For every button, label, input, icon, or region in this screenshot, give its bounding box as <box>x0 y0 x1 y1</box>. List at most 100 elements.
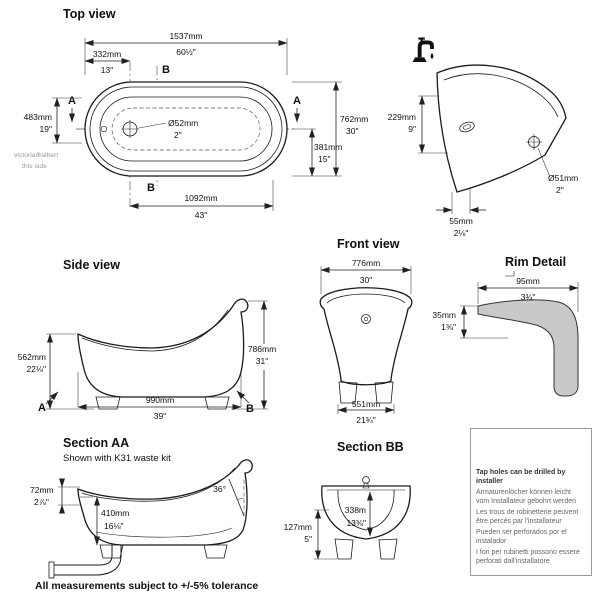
section-b-label-bottom: B <box>147 182 155 194</box>
dim-bb-depth: 338m 13⅜" <box>345 491 373 537</box>
trap-pipe-upper <box>54 555 113 566</box>
angle-arc <box>236 497 245 501</box>
dim-aa-angle: 36° <box>213 478 245 517</box>
dim-in: 16⅛" <box>104 521 124 531</box>
dim-end-height: 229mm 9" <box>388 95 448 154</box>
section-bb: Section BB 127mm 5" 338m 13⅜" <box>284 440 411 560</box>
tap-note-panel: Tap holes can be drilled by installer Ar… <box>470 428 592 576</box>
dim-mm: 562mm <box>18 352 46 362</box>
bb-foot-left <box>334 538 354 560</box>
rim-detail-title: Rim Detail <box>505 255 566 269</box>
dim-mm: 990mm <box>146 395 174 405</box>
tap-note-fr: Les trous de robinetterie peuvent être p… <box>476 509 579 525</box>
dim-mm: 776mm <box>352 258 380 268</box>
dim-in: 19" <box>40 124 52 134</box>
dim-in: 1⅜" <box>441 322 456 332</box>
dim-front-base-width: 551mm 21¾" <box>337 399 395 425</box>
tub-inner-rim <box>81 309 229 352</box>
dim-inner-length: 1092mm 43" <box>129 180 274 220</box>
side-view-title: Side view <box>63 258 120 272</box>
leader-line <box>537 147 551 178</box>
dim-mm: 786mm <box>248 344 276 354</box>
dim-in: 39" <box>154 411 166 421</box>
dim-in: 2⅛" <box>454 228 469 238</box>
angle-label: 36° <box>213 484 226 494</box>
section-foot-right <box>203 544 228 559</box>
tub-basin-edge <box>99 96 273 162</box>
tap-note-de: Armaturenlöcher können leicht vom Instal… <box>476 489 576 505</box>
section-floor-line <box>95 527 233 538</box>
dim-half-width: 381mm 15" <box>292 128 342 177</box>
tub-rim-inner-edge <box>89 86 283 172</box>
dim-in: 2⅞" <box>34 497 49 507</box>
dim-in: 2" <box>174 130 182 140</box>
trap-pipe-lower <box>54 555 122 576</box>
waste-kit-pipes <box>48 545 122 579</box>
section-a-label-right: A <box>293 95 301 107</box>
dim-mm: 229mm <box>388 112 416 122</box>
dim-rim-height: 35mm 1⅜" <box>432 305 508 339</box>
dim-mm: 95mm <box>516 276 540 286</box>
end-view-rim-line <box>443 73 559 118</box>
dim-mm: 1092mm <box>184 193 217 203</box>
brand-side-note: this side <box>22 163 47 170</box>
extension-lines <box>52 97 82 144</box>
front-overflow <box>361 314 371 324</box>
dim-front-top-width: 776mm 30" <box>320 258 412 294</box>
front-inner-rim <box>326 293 406 304</box>
dim-mm: 410mm <box>101 508 129 518</box>
angle-slope-line <box>228 478 245 517</box>
dim-in: 13" <box>101 65 113 75</box>
tub-outer-rim <box>84 81 288 177</box>
drain-pipe <box>111 545 122 556</box>
dim-mm: 35mm <box>432 310 456 320</box>
section-a-label-left: A <box>68 95 76 107</box>
tap-hole-crosshair <box>526 134 542 150</box>
end-view-outline <box>436 64 567 193</box>
extension-lines <box>77 372 242 407</box>
tolerance-note: All measurements subject to +/-5% tolera… <box>35 580 258 592</box>
dim-top-length: 1537mm 60½" <box>84 31 288 75</box>
dim-aa-rim-height: 72mm 2⅞" <box>30 478 80 514</box>
overflow-slot <box>459 121 475 133</box>
bb-foot-right <box>378 538 398 560</box>
front-view-title: Front view <box>337 237 400 251</box>
dim-mm: 332mm <box>93 49 121 59</box>
dim-left-width: 483mm 19" <box>24 97 82 144</box>
dim-mm: 551mm <box>352 399 380 409</box>
section-aa-subtitle: Shown with K31 waste kit <box>63 453 171 464</box>
dim-mm: 762mm <box>340 114 368 124</box>
rim-section-shape <box>477 299 579 397</box>
end-view: 229mm 9" 55mm 2⅛" Ø51mm 2" <box>388 36 578 238</box>
rim-detail: Rim Detail 95mm 3¾" 35mm 1⅜" <box>432 255 579 397</box>
dim-in: 21¾" <box>356 415 376 425</box>
dim-in: 15" <box>318 154 330 164</box>
rim-orientation-icon <box>505 271 515 277</box>
brand-logo: victoria⊕albert <box>14 152 58 159</box>
top-view: Top view 1537mm 60½" 332mm 13" 483mm <box>14 7 368 220</box>
dim-tap-hole: Ø51mm 2" <box>537 147 578 195</box>
dim-side-right-height: 786mm 31" <box>231 300 276 410</box>
dim-mm: 55mm <box>449 216 473 226</box>
drain-crosshair <box>121 120 139 138</box>
bb-inner-wall <box>337 489 395 531</box>
dim-mm: 1537mm <box>169 31 202 41</box>
tap-note-es: Pueden ser perforados por el instalador <box>476 529 567 545</box>
section-aa: Section AA Shown with K31 waste kit 72mm… <box>30 436 253 579</box>
pipe-flange <box>48 561 55 579</box>
dim-in: 30" <box>360 275 372 285</box>
dim-in: 60½" <box>176 47 196 57</box>
section-aa-title: Section AA <box>63 436 129 450</box>
tub-floor-outline <box>111 107 261 151</box>
front-foot-left <box>338 381 358 404</box>
dim-in: 2" <box>556 185 564 195</box>
tap-note-text: Tap holes can be drilled by installer Ar… <box>476 469 586 569</box>
dim-mm: 483mm <box>24 112 52 122</box>
dim-in: 5" <box>304 534 312 544</box>
tap-note-it: I fori per rubinetti possono essere perf… <box>476 549 580 565</box>
dim-bb-side-height: 127mm 5" <box>284 509 337 560</box>
dim-overall-width: 762mm 30" <box>292 81 368 177</box>
dim-drain: Ø52mm 2" <box>138 118 198 140</box>
leader-line <box>138 122 167 129</box>
